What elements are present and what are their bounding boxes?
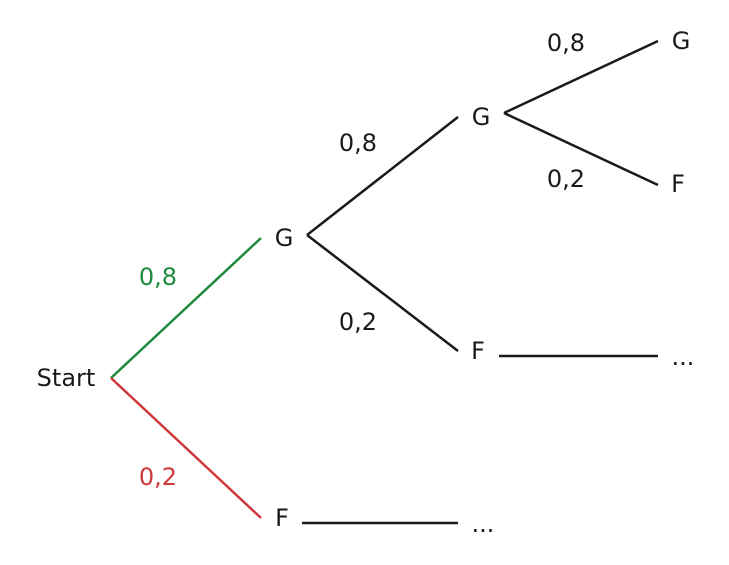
prob-label-g1-gf: 0,2 <box>339 308 377 336</box>
edge-g1-gf <box>306 234 459 352</box>
node-f1: F <box>275 504 289 532</box>
node-ggg: G <box>672 27 691 55</box>
edges-layer <box>110 39 659 525</box>
prob-label-start-g1: 0,8 <box>139 263 177 291</box>
edge-start-g1 <box>110 237 262 379</box>
edge-start-f1 <box>110 377 262 519</box>
node-f1-cont: ... <box>472 510 495 538</box>
prob-label-gg-ggf: 0,2 <box>547 165 585 193</box>
node-gf: F <box>471 337 485 365</box>
edge-gg-ggg <box>503 39 659 115</box>
node-g1: G <box>275 224 294 252</box>
edge-g1-gg <box>306 116 459 236</box>
prob-label-gg-ggg: 0,8 <box>547 29 585 57</box>
node-gg: G <box>472 103 491 131</box>
node-ggf: F <box>671 170 685 198</box>
labels-layer: 0,80,20,80,20,80,2StartGFGFGF...... <box>37 27 695 538</box>
node-start: Start <box>37 364 96 392</box>
prob-label-g1-gg: 0,8 <box>339 129 377 157</box>
edge-gg-ggf <box>503 111 659 187</box>
prob-label-start-f1: 0,2 <box>139 463 177 491</box>
node-gf-cont: ... <box>672 343 695 371</box>
